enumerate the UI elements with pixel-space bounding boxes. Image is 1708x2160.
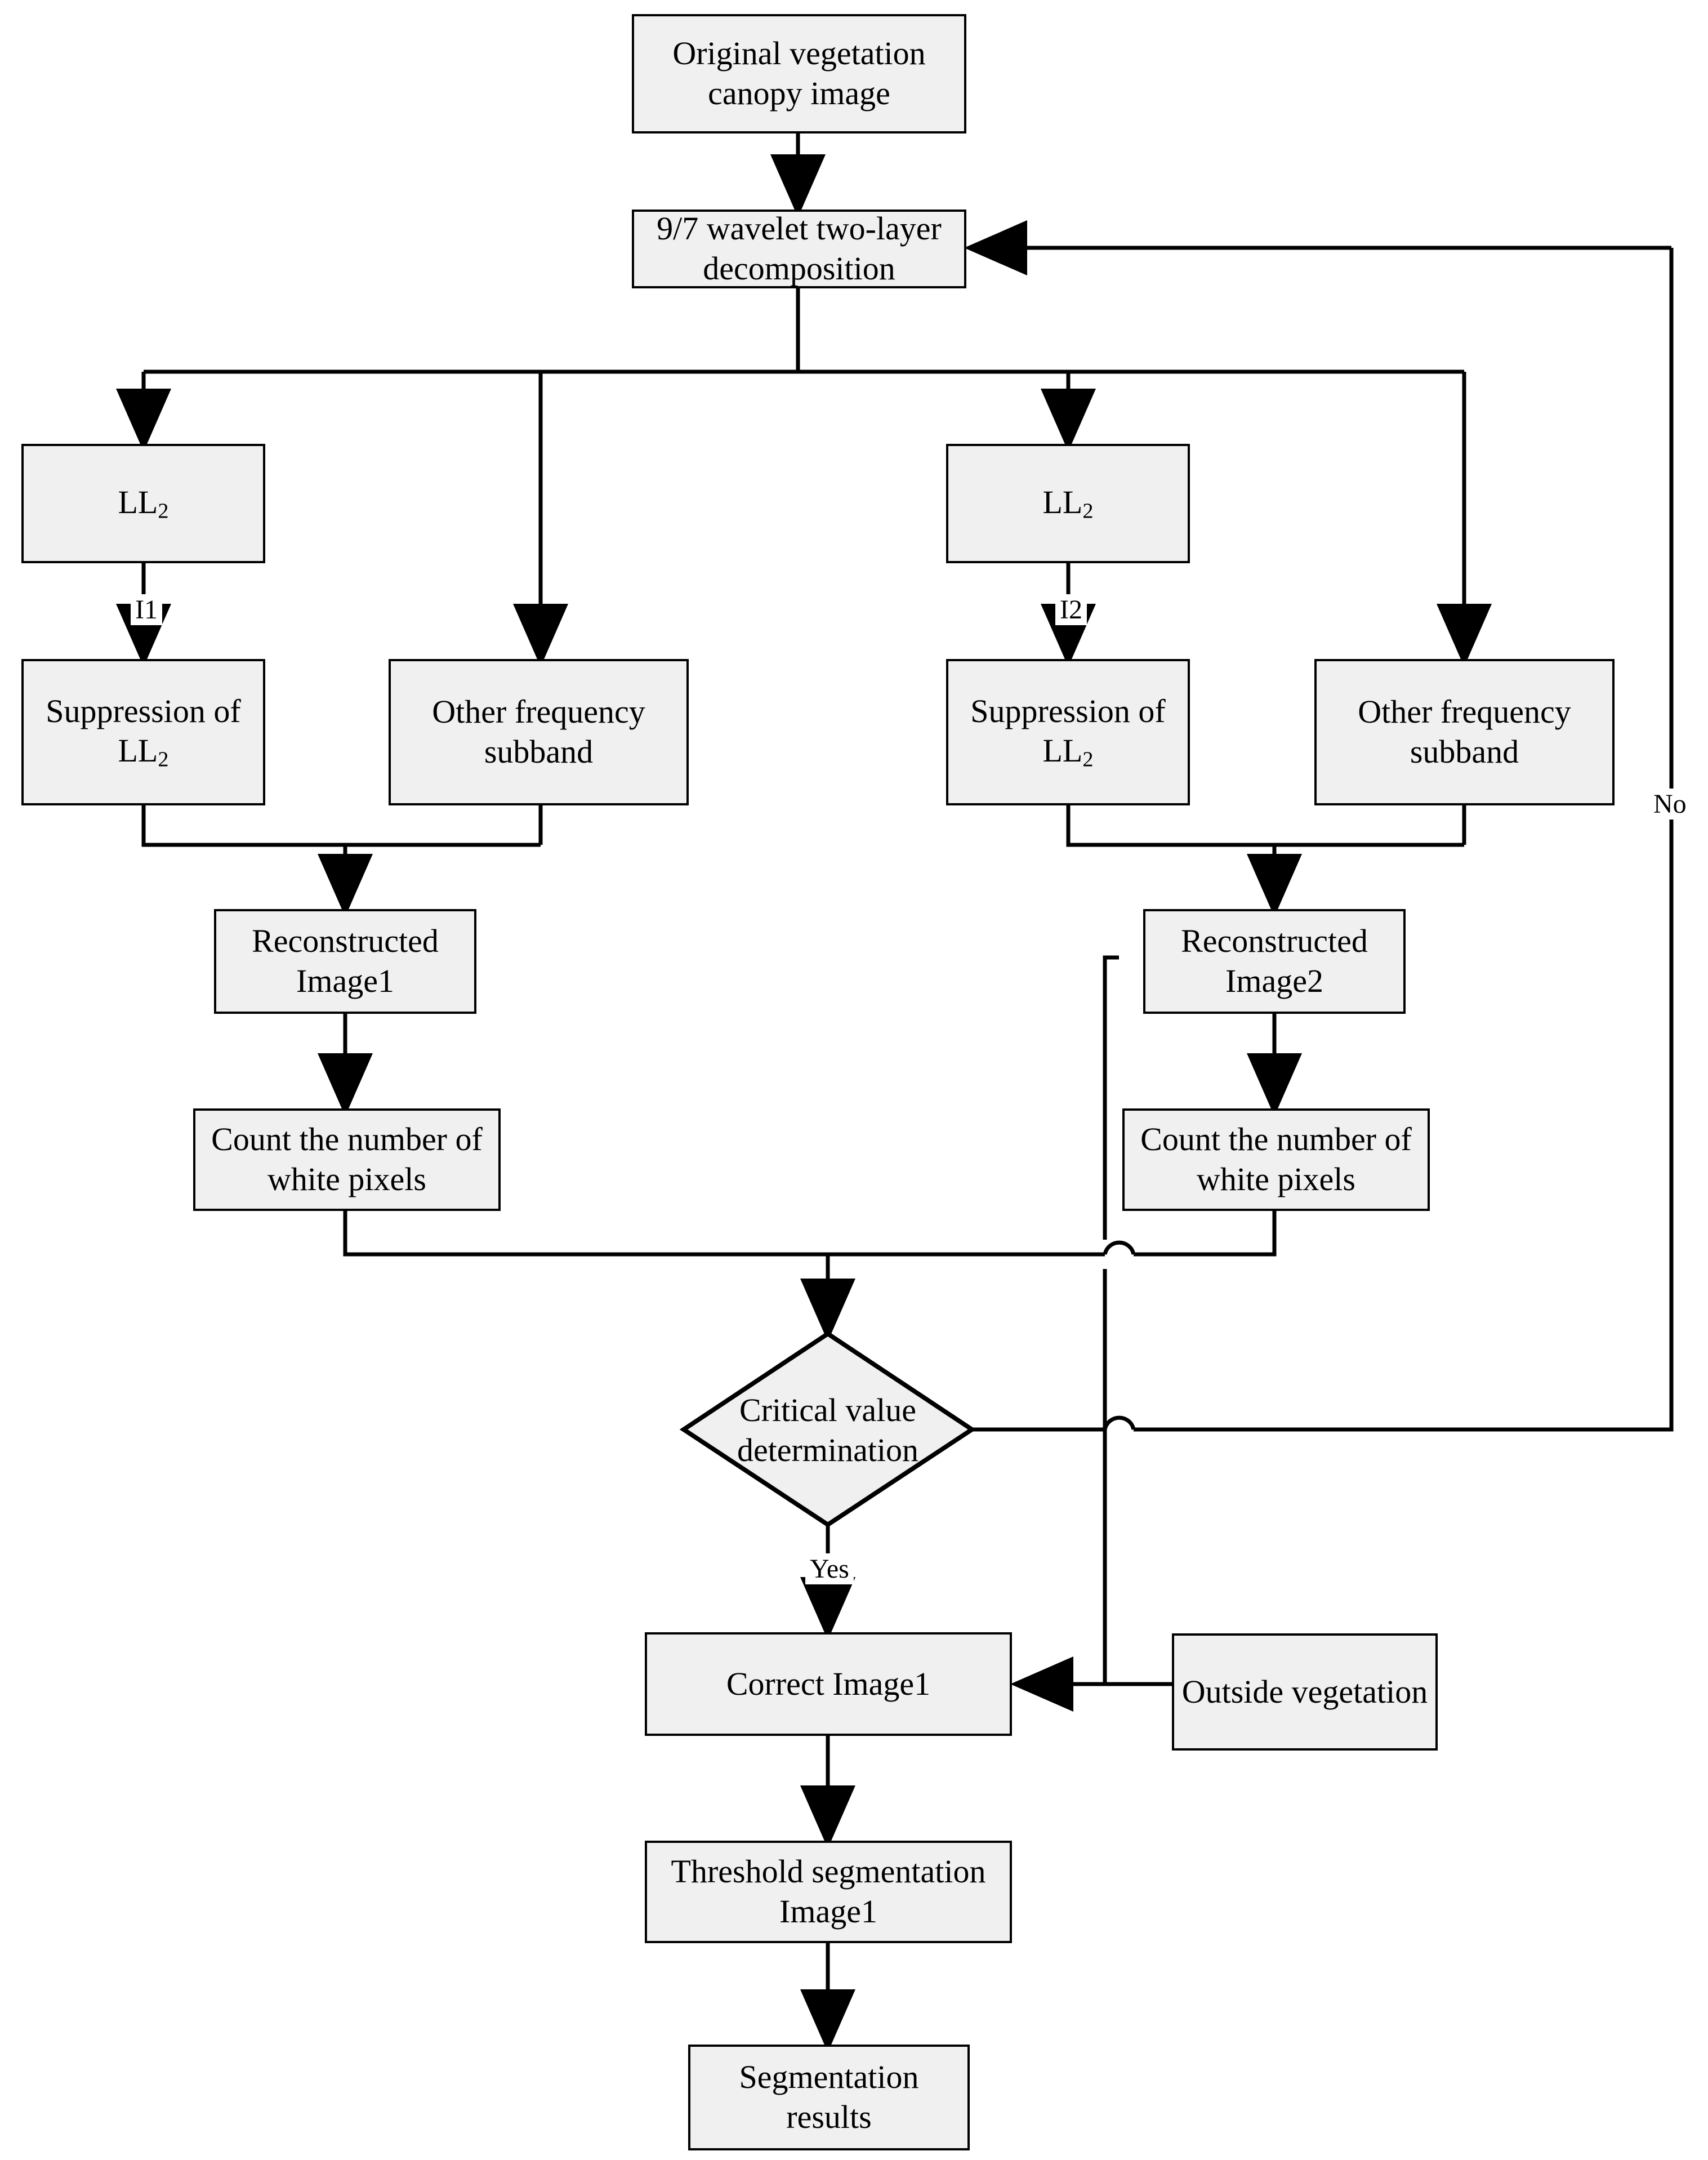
node-original-image[interactable]: Original vegetation canopy image [632, 14, 966, 133]
node-reconstructed-image1[interactable]: Reconstructed Image1 [214, 909, 476, 1014]
node-suppression-ll2-left-label: Suppression of LL2 [46, 692, 241, 772]
node-other-frequency-subband-left[interactable]: Other frequency subband [389, 659, 689, 805]
node-reconstructed-image1-label: Reconstructed Image1 [252, 923, 439, 999]
node-suppression-ll2-left[interactable]: Suppression of LL2 [21, 659, 265, 805]
line-hop-merge [1103, 1240, 1136, 1255]
count2-to-merge-bus [1134, 1211, 1277, 1257]
node-other-frequency-subband-right[interactable]: Other frequency subband [1314, 659, 1615, 805]
node-ll2-left[interactable]: LL2 [21, 444, 265, 563]
node-original-image-label: Original vegetation canopy image [672, 35, 926, 112]
node-suppression-ll2-right[interactable]: Suppression of LL2 [946, 659, 1190, 805]
edge-label-i1: I1 [131, 594, 162, 625]
node-ll2-left-label: LL2 [118, 483, 169, 523]
node-segmentation-results[interactable]: Segmentation results [688, 2045, 970, 2150]
node-count-white-pixels-left-label: Count the number of white pixels [211, 1121, 483, 1197]
merge-left-horizontal [141, 805, 541, 847]
node-critical-value-label-wrap: Critical value determination [693, 1374, 963, 1487]
plain-line-group [141, 248, 1674, 1684]
edge-label-no: No [1649, 789, 1691, 820]
node-critical-value-diamond[interactable] [679, 1331, 976, 1527]
node-reconstructed-image2-label: Reconstructed Image2 [1181, 923, 1368, 999]
node-other-frequency-subband-right-label: Other frequency subband [1358, 693, 1571, 770]
node-threshold-segmentation-label: Threshold segmentation Image1 [671, 1853, 986, 1930]
reconstructed2-left-tap-upper [1103, 955, 1119, 1240]
node-suppression-ll2-right-label: Suppression of LL2 [970, 692, 1166, 772]
line-hop-no-exit [1103, 1415, 1136, 1430]
count1-to-merge-bus [343, 1211, 1105, 1257]
node-correct-image1[interactable]: Correct Image1 [645, 1632, 1012, 1736]
node-threshold-segmentation[interactable]: Threshold segmentation Image1 [645, 1841, 1012, 1943]
edge-label-yes: Yes [805, 1553, 854, 1584]
node-ll2-right-label: LL2 [1042, 483, 1094, 523]
node-outside-vegetation-label: Outside vegetation [1181, 1673, 1428, 1710]
node-count-white-pixels-right-label: Count the number of white pixels [1140, 1121, 1412, 1197]
node-wavelet-decomposition[interactable]: 9/7 wavelet two-layer decomposition [632, 210, 966, 288]
node-correct-image1-label: Correct Image1 [726, 1665, 931, 1702]
node-segmentation-results-label: Segmentation results [739, 2059, 919, 2135]
node-wavelet-decomposition-label: 9/7 wavelet two-layer decomposition [657, 210, 942, 287]
node-outside-vegetation[interactable]: Outside vegetation [1172, 1633, 1438, 1751]
node-count-white-pixels-left[interactable]: Count the number of white pixels [193, 1108, 501, 1211]
merge-right-horizontal [1066, 805, 1464, 847]
node-reconstructed-image2[interactable]: Reconstructed Image2 [1143, 909, 1406, 1014]
diamond-no-exit-right [1134, 248, 1674, 1432]
node-critical-value-label: Critical value determination [737, 1392, 919, 1468]
node-count-white-pixels-right[interactable]: Count the number of white pixels [1122, 1108, 1430, 1211]
edge-label-i2: I2 [1055, 594, 1087, 625]
node-other-frequency-subband-left-label: Other frequency subband [432, 693, 645, 770]
node-ll2-right[interactable]: LL2 [946, 444, 1190, 563]
